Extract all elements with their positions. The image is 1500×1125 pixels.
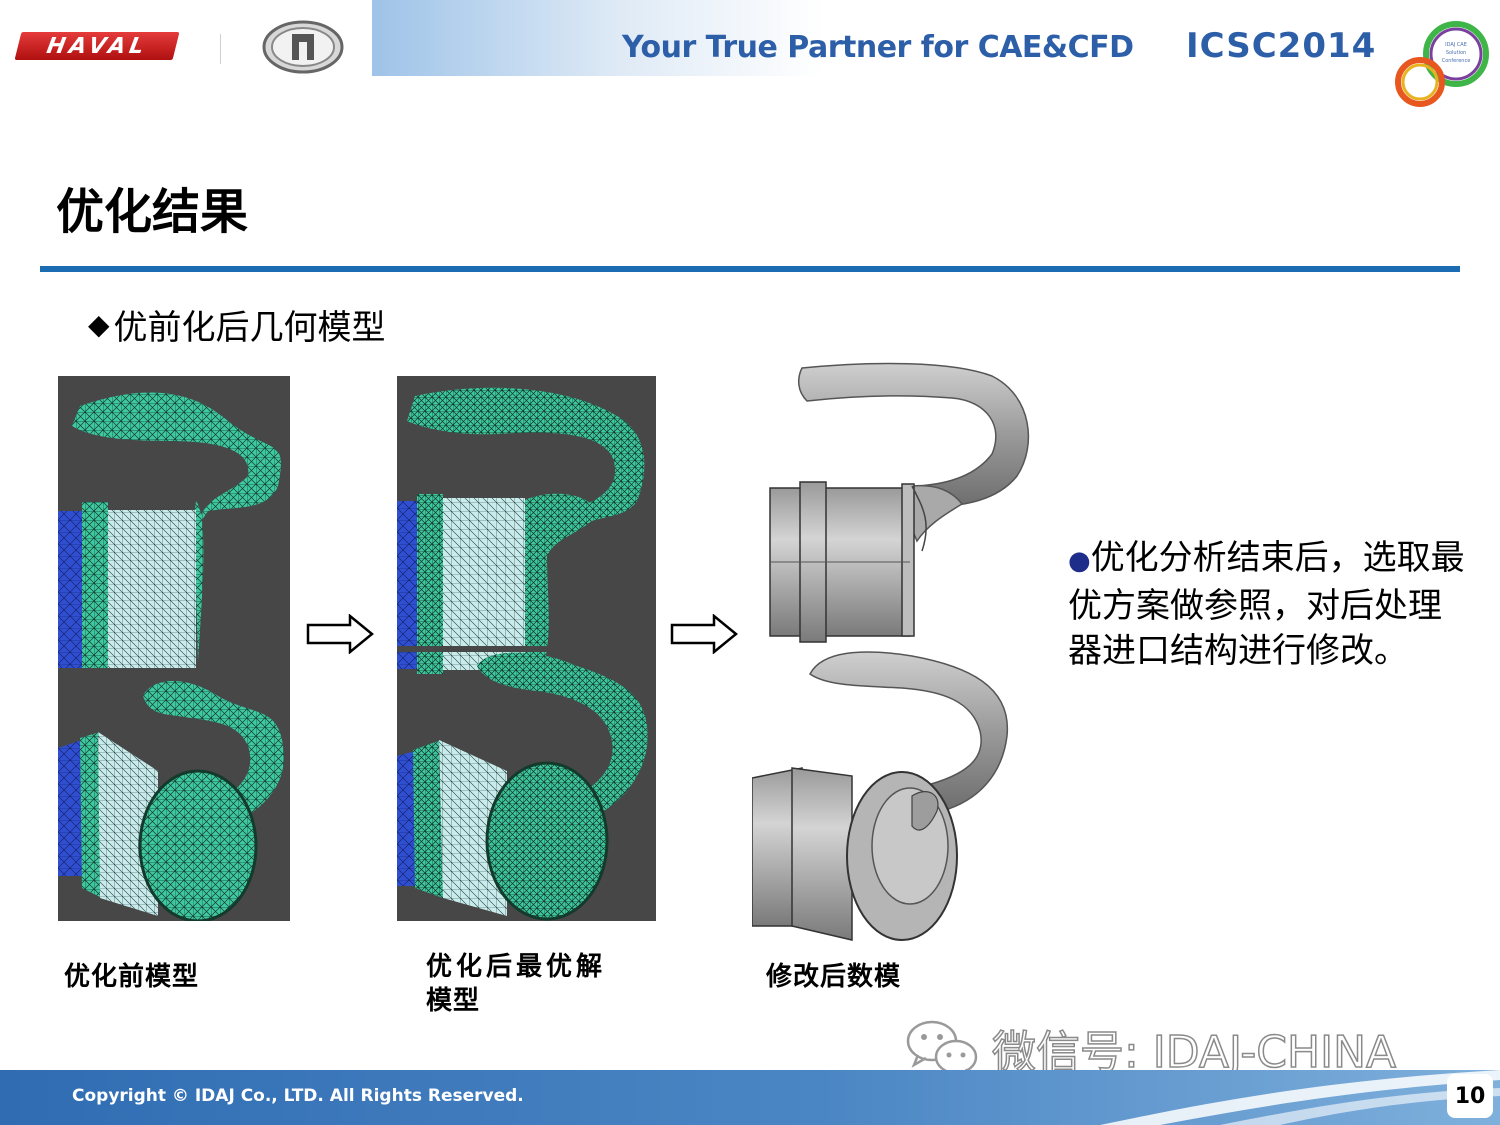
- right-arrow-icon: [306, 614, 374, 654]
- conclusion-note: ●优化分析结束后，选取最优方案做参照，对后处理器进口结构进行修改。: [1068, 536, 1468, 674]
- caption-optimized-model: 优化后最优解 模型: [426, 950, 606, 1018]
- header-gradient: [372, 0, 1500, 76]
- caption-optimized-line-2: 模型: [426, 986, 481, 1016]
- conference-logo-line-2: Solution: [1446, 50, 1466, 56]
- haval-logo-text: HAVAL: [44, 33, 150, 59]
- header-tagline: Your True Partner for CAE&CFD: [622, 30, 1134, 65]
- right-arrow-icon: [670, 614, 738, 654]
- conference-logo-line-1: IDAJ CAE: [1445, 42, 1467, 48]
- caption-modified-model: 修改后数模: [766, 962, 902, 992]
- dot-bullet-icon: ●: [1068, 546, 1091, 576]
- section-heading-text: 优前化后几何模型: [113, 308, 386, 348]
- title-rule: [40, 266, 1460, 272]
- conference-name: ICSC2014: [1186, 26, 1377, 66]
- footer-bar: [0, 1070, 1500, 1125]
- conclusion-note-text: 优化分析结束后，选取最优方案做参照，对后处理器进口结构进行修改。: [1068, 538, 1465, 671]
- header: HAVAL Your True Partner for CAE&CFD ICSC…: [0, 0, 1500, 120]
- logo-divider: [220, 34, 221, 64]
- page-number: 10: [1447, 1074, 1493, 1118]
- before-model-image: [58, 376, 290, 921]
- conference-logo-line-3: Conference: [1442, 58, 1471, 64]
- caption-optimized-line-1: 优化后最优解: [426, 952, 607, 982]
- wechat-icon: [906, 1020, 978, 1079]
- diamond-bullet-icon: ◆: [88, 308, 110, 341]
- page-title: 优化结果: [56, 184, 249, 240]
- footer-swoosh: [1100, 1070, 1500, 1125]
- caption-before-model: 优化前模型: [64, 962, 200, 992]
- modified-model-image: [752, 356, 1042, 946]
- haval-logo: HAVAL: [14, 32, 180, 60]
- great-wall-emblem-icon: [262, 20, 344, 74]
- copyright-text: Copyright © IDAJ Co., LTD. All Rights Re…: [72, 1086, 524, 1106]
- conference-rings-logo-icon: IDAJ CAE Solution Conference: [1395, 21, 1489, 107]
- section-heading: ◆ 优前化后几何模型: [88, 300, 386, 349]
- optimized-model-image: [397, 376, 656, 921]
